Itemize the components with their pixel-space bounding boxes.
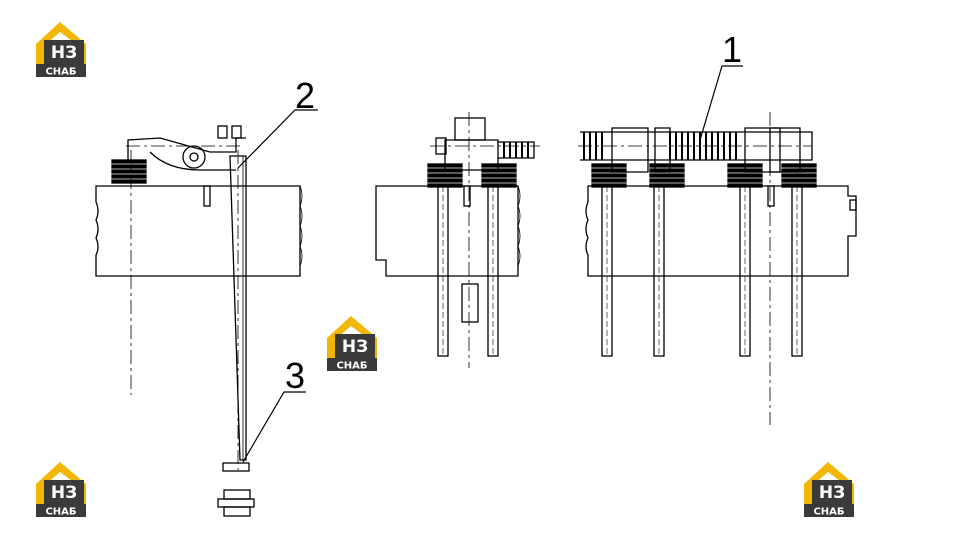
right-rocker-assembly [578, 127, 817, 207]
logo-bottom-left [36, 462, 86, 518]
middle-rocker-assembly [427, 117, 540, 323]
left-centerlines [110, 150, 300, 395]
logo-center [327, 316, 377, 372]
left-long-valve [217, 150, 255, 517]
left-head-block [95, 185, 303, 277]
middle-head-block [375, 185, 521, 277]
callout-1: 1 [722, 29, 742, 70]
right-stem-1 [601, 185, 613, 357]
right-stem-4 [791, 185, 803, 357]
middle-stem-1 [437, 185, 449, 357]
right-head-block [585, 185, 857, 277]
right-stem-2 [653, 185, 665, 357]
logo-top-left [36, 22, 86, 78]
right-stem-3 [739, 185, 751, 357]
left-rocker-assembly [111, 125, 246, 207]
callout-2: 2 [295, 75, 315, 116]
middle-stem-2 [487, 185, 499, 357]
logo-bottom-right [804, 462, 854, 518]
callout-leaders [237, 65, 743, 463]
callout-3: 3 [285, 355, 305, 396]
